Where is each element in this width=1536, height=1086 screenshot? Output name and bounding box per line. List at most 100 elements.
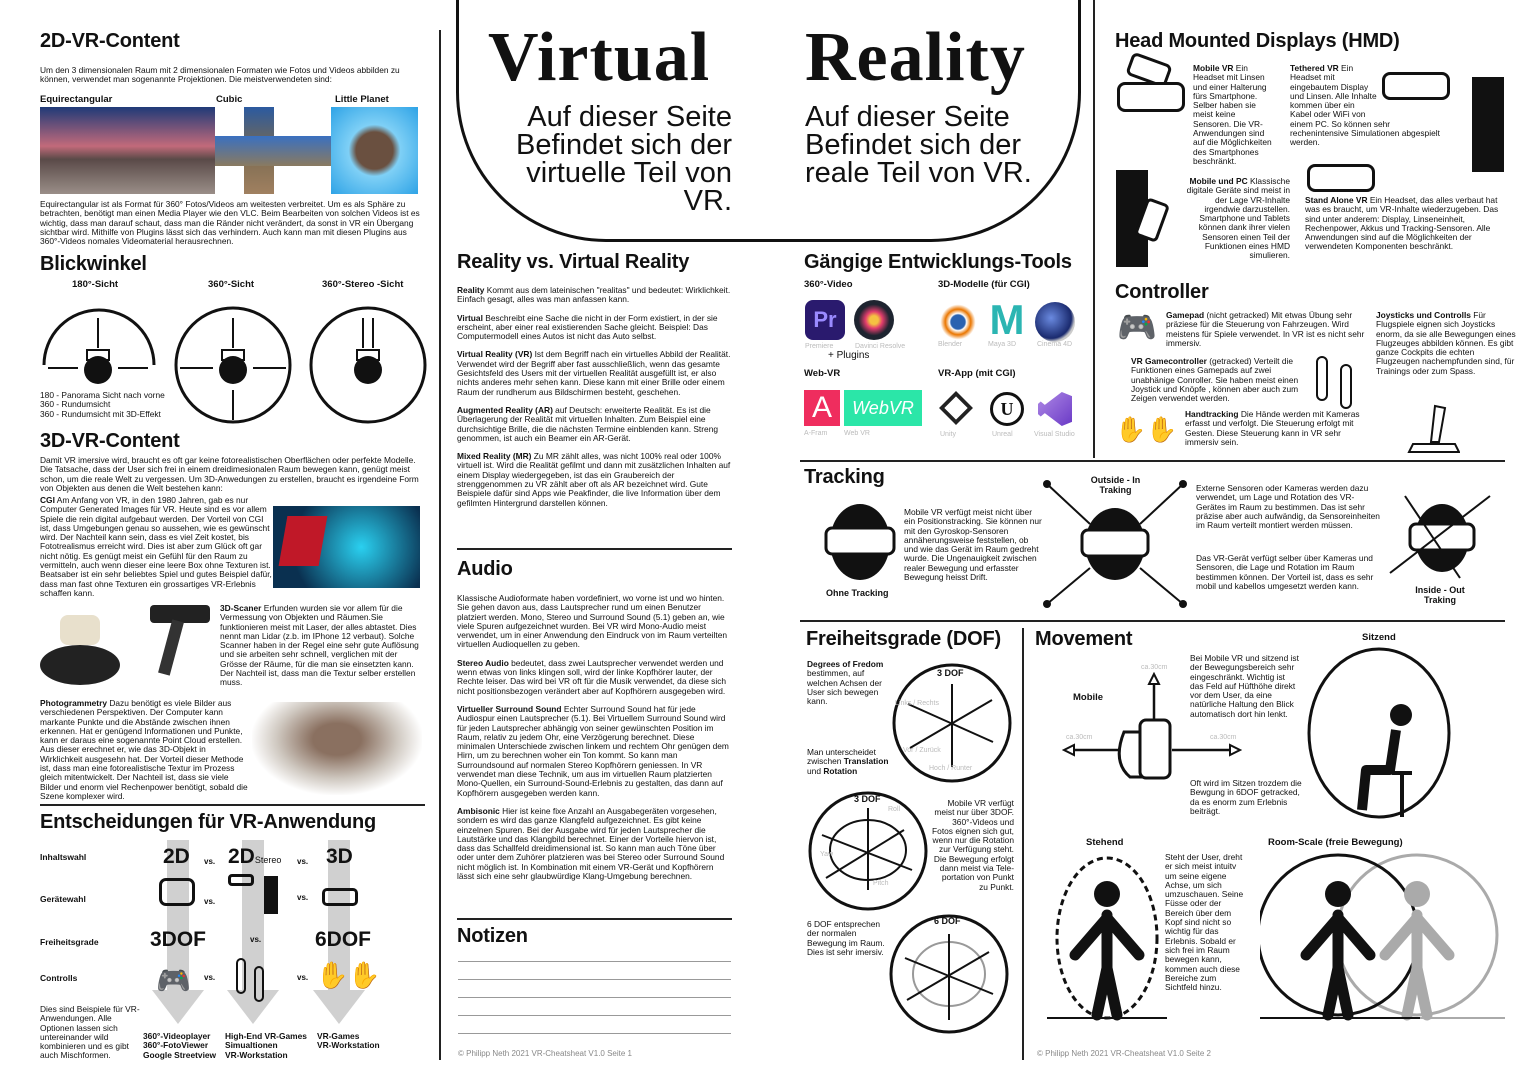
text-inside-out: Das VR-Gerät verfügt selber über Kameras…	[1196, 553, 1374, 591]
vs-label: vs.	[297, 893, 309, 902]
label-sitzend: Sitzend	[1362, 632, 1396, 643]
legend-item: 180 - Panorama Sicht nach vorne	[40, 390, 165, 400]
divider	[457, 918, 732, 920]
arrow-2d	[167, 840, 189, 990]
cgi-text: CGI Am Anfang von VR, in den 1980 Jahren…	[40, 495, 272, 598]
example: High-End VR-Games	[225, 1031, 307, 1041]
desc: Für Flugspiele eignen sich Joysticks eno…	[1376, 310, 1516, 376]
blickwinkel-legend: 180 - Panorama Sicht nach vorne 360 - Run…	[40, 390, 165, 419]
desc: Hier ist keine fixe Anzahl an Ausgabeger…	[457, 805, 725, 882]
example: VR-Workstation	[225, 1049, 288, 1060]
option-text: 2D	[228, 845, 255, 868]
section-title-notes: Notizen	[457, 925, 528, 947]
premiere-icon: Pr	[805, 300, 845, 340]
label-stehend: Stehend	[1086, 837, 1124, 848]
axis-label: Yaw	[820, 851, 834, 858]
row-controlls: Controlls	[40, 973, 78, 983]
vs-label: vs.	[204, 973, 216, 982]
intro-3d: Damit VR imersive wird, braucht es oft g…	[40, 455, 419, 493]
label-inside-out: Inside - Out Traking	[1415, 585, 1465, 605]
app-label: Premiere	[805, 343, 834, 350]
option-3dof: 3DOF	[150, 928, 207, 951]
app-label: A-Fram	[804, 430, 828, 437]
label-mobile: Mobile	[1073, 692, 1104, 703]
vs-label: vs.	[204, 897, 216, 906]
controller-gamepad: Gamepad (nicht getracked) Mit etwas Übun…	[1166, 310, 1366, 348]
desc: Echter Surround Sound hat für jede Audio…	[457, 703, 729, 798]
term: Virtueller Surround Sound	[457, 703, 562, 714]
tools-vr-app: VR-App (mit CGI)	[938, 368, 1016, 379]
app-label: Visual Studio	[1034, 431, 1075, 438]
row-geraetewahl: Gerätewahl	[40, 894, 86, 904]
distance-label: ca.30cm	[1210, 734, 1237, 741]
header-reality: Reality	[805, 19, 1026, 96]
rvv-item: Virtual Beschreibt eine Sache die nicht …	[457, 312, 732, 342]
column-divider	[1022, 628, 1024, 1060]
gamepad-icon: 🎮	[1117, 309, 1157, 345]
equirectangular-image	[40, 107, 215, 194]
term: 3D-Scaner	[220, 603, 262, 613]
desc: Erfunden wurden sie vor allem für die Ve…	[220, 603, 419, 688]
section-title-tools: Gängige Entwicklungs-Tools	[804, 251, 1072, 273]
note-line[interactable]	[458, 997, 731, 998]
hmd-tethered-vr: Tethered VR Ein Headset mit eingebautem …	[1290, 63, 1445, 148]
footer-page2: © Philipp Neth 2021 VR-Cheatsheat V1.0 S…	[1037, 1049, 1211, 1058]
desc: Dazu benötigt es viele Bilder aus versch…	[40, 698, 248, 801]
label-360: 360°-Sicht	[208, 279, 255, 290]
standing-diagram	[1047, 856, 1167, 1021]
term: Mobile und PC	[1189, 176, 1248, 186]
cinema4d-icon	[1035, 302, 1075, 342]
term: CGI	[40, 495, 55, 505]
label-room-scale: Room-Scale (freie Bewegung)	[1268, 837, 1403, 848]
note-line[interactable]	[458, 979, 731, 980]
label-360-stereo: 360°-Stereo -Sicht	[322, 279, 404, 290]
rvv-item: Reality Kommt aus dem lateinischen "real…	[457, 285, 732, 305]
text: und	[807, 765, 824, 776]
term: VR Gamecontroller	[1131, 356, 1207, 366]
scanner-text: 3D-Scaner Erfunden wurden sie vor allem …	[220, 603, 425, 688]
row-divider	[800, 620, 1505, 622]
mobile-vr-headset-icon	[1117, 82, 1185, 112]
term: Tethered VR	[1290, 63, 1339, 73]
term: Handtracking	[1185, 409, 1239, 419]
rvv-list: Reality Kommt aus dem lateinischen "real…	[457, 285, 732, 508]
note-line[interactable]	[458, 1015, 731, 1016]
audio-item: Virtueller Surround Sound Echter Surroun…	[457, 703, 732, 798]
point-cloud-image	[252, 702, 422, 795]
label-3dof-rotation: 3 DOF	[854, 794, 881, 804]
movement-text-2: Oft wird im Sitzen trozdem die Bewgung i…	[1190, 778, 1302, 816]
standalone-vr-icon	[322, 888, 358, 906]
legend-item: 360 - Rundumsicht mit 3D-Effekt	[40, 408, 161, 419]
desc: Ein Headset mit Linsen und einer Halteru…	[1193, 63, 1272, 166]
label-cubic: Cubic	[216, 94, 243, 105]
hmd-mobile-vr: Mobile VR Ein Headset mit Linsen und ein…	[1193, 63, 1275, 166]
text-outside-in: Externe Sensoren oder Kameras werden daz…	[1196, 483, 1380, 531]
label-equirectangular: Equirectangular	[40, 94, 113, 105]
hands-icon: ✋✋	[1115, 416, 1178, 444]
row-divider	[40, 804, 425, 806]
note-line[interactable]	[458, 961, 731, 962]
desc: Ist dem Begriff nach ein virtuelles Abbi…	[457, 349, 731, 397]
tethered-vr-icon	[228, 874, 254, 886]
column-divider	[1093, 0, 1095, 458]
desc: Ein Headset, das alles verbaut hat was e…	[1305, 195, 1499, 252]
desc: (getracked) Verteilt die Funktionen eine…	[1131, 356, 1299, 404]
distance-label: ca.30cm	[1141, 664, 1168, 671]
desc: Am Anfang von VR, in den 1980 Jahren, ga…	[40, 495, 272, 598]
dof-intro: Degrees of Fredom bestimmen, auf welchen…	[807, 659, 892, 706]
dof-6dof-text: 6 DOF entsprechen der normalen Bewegung …	[807, 919, 885, 957]
term: Virtual	[457, 312, 483, 323]
visual-studio-icon	[1038, 392, 1072, 426]
controller-handtracking: Handtracking Die Hände werden mit Kamera…	[1185, 409, 1370, 447]
tools-3d-models: 3D-Modelle (für CGI)	[938, 279, 1030, 290]
rvv-item: Mixed Reality (MR) Zu MR zählt alles, wa…	[457, 451, 732, 508]
aframe-icon: A	[804, 390, 840, 426]
mobile-hand-diagram	[1062, 672, 1242, 780]
app-label: Unity	[940, 431, 956, 438]
term: Virtual Reality (VR)	[457, 349, 533, 360]
note-line[interactable]	[458, 1033, 731, 1034]
audio-list: Klassische Audioformate haben vordefinie…	[457, 593, 732, 882]
example: 360°-FotoViewer	[143, 1040, 209, 1051]
